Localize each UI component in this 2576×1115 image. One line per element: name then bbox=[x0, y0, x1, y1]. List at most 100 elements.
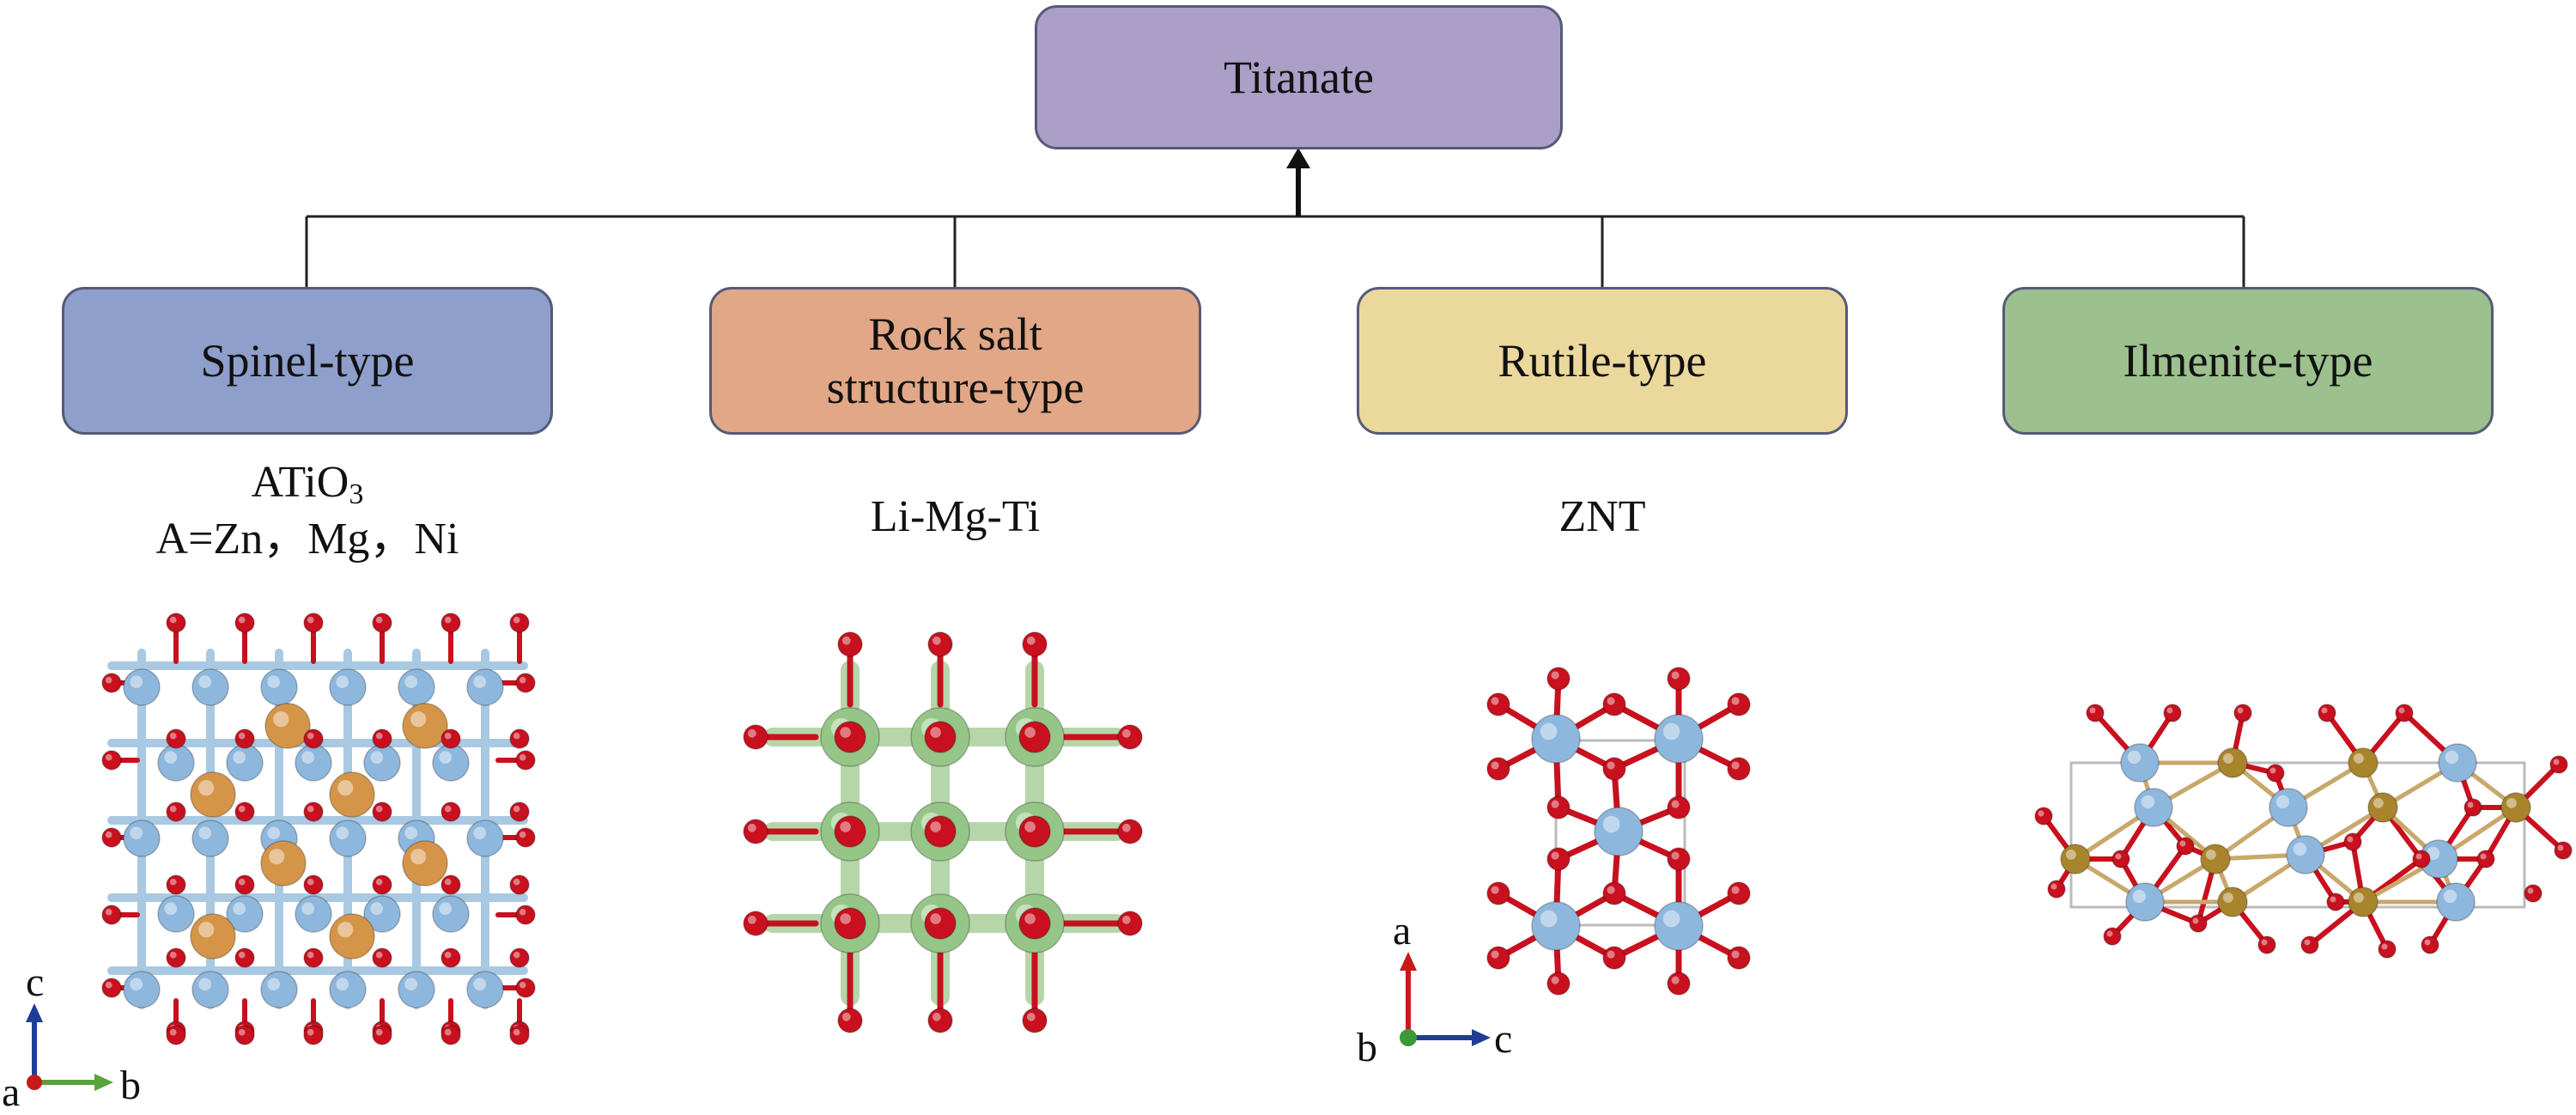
oxygen-atom-highlight bbox=[1121, 915, 1131, 924]
spinel-label: Spinel-type bbox=[200, 334, 415, 387]
oxygen-atom bbox=[166, 1025, 186, 1045]
oxygen-atom-highlight bbox=[1731, 886, 1740, 894]
oxygen-atom-highlight bbox=[444, 1028, 452, 1036]
oxygen-atom bbox=[2395, 704, 2414, 722]
oxygen-atom bbox=[2318, 704, 2336, 722]
oxygen-atom-highlight bbox=[2398, 707, 2405, 714]
oxygen-atom-highlight bbox=[2179, 840, 2186, 847]
unit-cell-outline bbox=[2069, 761, 2526, 909]
ti-atom-highlight bbox=[370, 751, 384, 765]
spinel-axis-b-arrowhead-icon bbox=[94, 1074, 113, 1091]
ti-atom-highlight bbox=[336, 826, 349, 840]
oxygen-atom-highlight bbox=[1491, 950, 1499, 959]
oxygen-atom-highlight bbox=[2269, 767, 2276, 774]
oxygen-atom-highlight bbox=[2527, 887, 2534, 894]
oxygen-atom-highlight bbox=[169, 1028, 177, 1036]
oxygen-atom bbox=[440, 801, 461, 822]
oxygen-atom bbox=[2086, 704, 2105, 722]
oxygen-atom bbox=[2034, 807, 2053, 826]
oxygen-atom bbox=[2176, 837, 2195, 856]
oxygen-atom-highlight bbox=[169, 951, 177, 959]
ti-atom-highlight bbox=[1662, 722, 1680, 740]
oxygen-atom bbox=[1727, 692, 1751, 716]
ti-atom bbox=[226, 895, 264, 933]
oxygen-atom-highlight bbox=[2106, 930, 2113, 937]
oxygen-atom bbox=[1117, 724, 1143, 750]
oxygen-atom bbox=[1546, 795, 1571, 819]
oxygen-atom-highlight bbox=[1671, 671, 1680, 679]
node-rutile-type: Rutile-type bbox=[1357, 287, 1848, 435]
a-site-atom-highlight bbox=[2353, 892, 2364, 903]
ti-atom-highlight bbox=[2443, 889, 2458, 904]
spinel-axis-c-label: c bbox=[26, 960, 45, 1005]
oxygen-atom-highlight bbox=[238, 805, 246, 813]
ti-atom-highlight bbox=[336, 978, 349, 991]
a-site-atom bbox=[190, 913, 236, 960]
unit-cell-outline bbox=[1554, 739, 1686, 927]
ti-atom bbox=[1531, 714, 1581, 764]
oxygen-atom-highlight bbox=[1026, 1012, 1036, 1021]
oxygen-atom-highlight bbox=[2038, 810, 2044, 817]
ti-atom-highlight bbox=[198, 978, 212, 991]
spinel-axis-origin-dot bbox=[27, 1075, 42, 1090]
ti-atom-highlight bbox=[473, 826, 487, 840]
oxygen-atom-highlight bbox=[1491, 761, 1499, 770]
ti-atom-highlight bbox=[130, 978, 143, 991]
oxygen-atom bbox=[234, 728, 255, 749]
oxygen-atom-highlight bbox=[307, 951, 314, 959]
oxygen-atom-highlight bbox=[375, 616, 383, 624]
oxygen-atom bbox=[509, 1025, 530, 1045]
oxygen-atom-highlight bbox=[840, 913, 851, 924]
oxygen-atom bbox=[509, 874, 530, 895]
oxygen-atom bbox=[927, 1008, 953, 1033]
oxygen-atom-highlight bbox=[840, 821, 851, 832]
ti-atom bbox=[466, 668, 504, 706]
oxygen-atom-highlight bbox=[444, 805, 452, 813]
oxygen-atom bbox=[2233, 704, 2252, 722]
oxygen-atom bbox=[509, 728, 530, 749]
oxygen-atom bbox=[515, 905, 536, 925]
oxygen-atom-highlight bbox=[519, 981, 526, 989]
a-site-atom-highlight bbox=[410, 849, 427, 865]
oxygen-atom bbox=[2257, 935, 2276, 954]
a-site-atom bbox=[402, 840, 448, 887]
oxygen-atom bbox=[1546, 667, 1571, 691]
oxygen-atom-highlight bbox=[307, 1028, 314, 1036]
oxygen-atom-highlight bbox=[1121, 728, 1131, 738]
oxygen-atom-highlight bbox=[169, 616, 177, 624]
ti-atom-highlight bbox=[301, 751, 315, 765]
oxygen-atom bbox=[2554, 841, 2573, 860]
oxygen-atom bbox=[166, 801, 186, 822]
oxygen-atom bbox=[1667, 972, 1691, 996]
oxygen-atom bbox=[303, 728, 324, 749]
a-site-atom-highlight bbox=[337, 780, 354, 796]
ti-atom bbox=[2134, 788, 2173, 827]
oxygen-atom-highlight bbox=[1671, 800, 1680, 808]
oxygen-atom bbox=[2421, 935, 2439, 954]
ti-atom-highlight bbox=[198, 675, 212, 689]
oxygen-atom bbox=[927, 631, 953, 657]
ti-atom bbox=[123, 819, 161, 857]
oxygen-atom-highlight bbox=[169, 805, 177, 813]
oxygen-atom-highlight bbox=[1551, 671, 1559, 679]
spinel-axis-b-label: b bbox=[120, 1063, 141, 1108]
a-site-atom bbox=[329, 771, 375, 818]
oxygen-atom bbox=[1602, 946, 1626, 970]
oxygen-atom-highlight bbox=[1491, 886, 1499, 894]
oxygen-atom bbox=[2163, 704, 2182, 722]
oxygen-atom bbox=[1602, 757, 1626, 781]
oxygen-atom bbox=[234, 947, 255, 968]
root-label: Titanate bbox=[1224, 51, 1374, 103]
rocksalt-formula: Li-Mg-Ti bbox=[870, 492, 1041, 541]
ti-atom bbox=[1654, 901, 1704, 951]
oxygen-atom bbox=[1546, 847, 1571, 871]
a-site-atom bbox=[2060, 844, 2091, 874]
oxygen-atom-highlight bbox=[2415, 853, 2422, 860]
spinel-formula-main: ATiO bbox=[251, 458, 349, 507]
oxygen-atom bbox=[1022, 1008, 1048, 1033]
ti-atom-highlight bbox=[2445, 750, 2459, 765]
oxygen-atom-highlight bbox=[932, 1012, 941, 1021]
oxygen-atom-highlight bbox=[2166, 707, 2173, 714]
